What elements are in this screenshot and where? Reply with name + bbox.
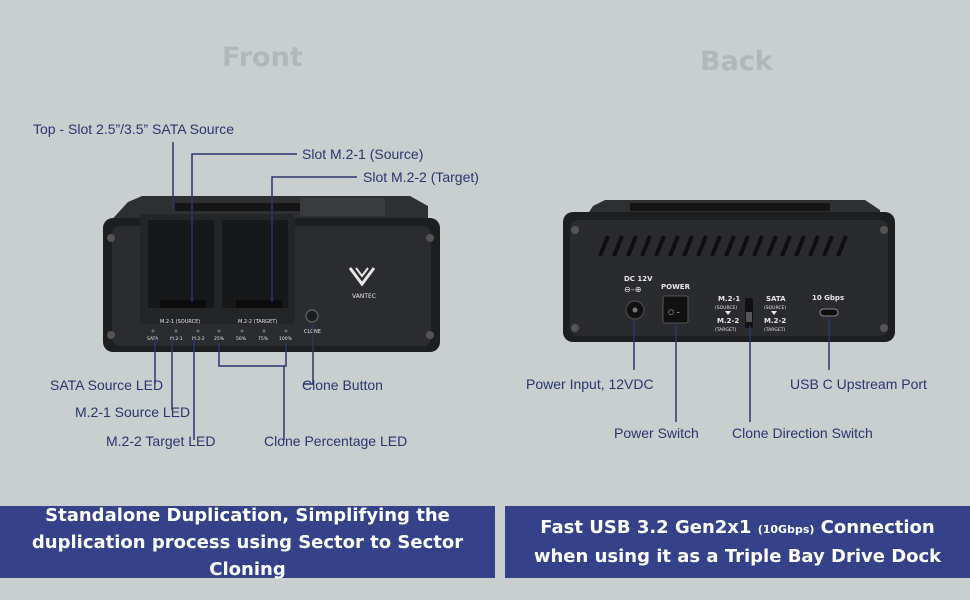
- callout-m21-led: M.2-1 Source LED: [75, 404, 191, 420]
- dc-label: DC 12V: [624, 275, 653, 283]
- screw-icon: [426, 331, 434, 339]
- svg-text:○ –: ○ –: [668, 308, 680, 316]
- screw-icon: [880, 226, 888, 234]
- callout-top-slot: Top - Slot 2.5”/3.5” SATA Source: [33, 121, 235, 137]
- vantec-logo-icon: [348, 267, 376, 287]
- banner-right-line2: when using it as a Triple Bay Drive Dock: [533, 546, 942, 567]
- power-label: POWER: [661, 283, 691, 291]
- led-label: 75%: [258, 336, 269, 342]
- callout-power-switch: Power Switch: [614, 425, 699, 441]
- callout-clone-button: Clone Button: [302, 377, 383, 393]
- svg-text:⊖–⊕: ⊖–⊕: [624, 285, 641, 294]
- logo-text: VANTEC: [352, 293, 376, 300]
- slot-label-m21: M.2-1 (SOURCE): [160, 319, 200, 325]
- screw-icon: [571, 226, 579, 234]
- usb-c-port-icon: [819, 308, 839, 317]
- switch-sub-label: (SOURCE): [715, 305, 737, 311]
- screw-icon: [426, 234, 434, 242]
- switch-sub-label: (TARGET): [715, 327, 736, 333]
- usb-speed-label: 10 Gbps: [812, 294, 844, 302]
- slot-label-m22: M.2-2 (TARGET): [238, 319, 277, 325]
- banner-right: Fast USB 3.2 Gen2x1 (10Gbps) Connection …: [505, 506, 970, 578]
- banner-left: Standalone Duplication, Simplifying the …: [0, 505, 495, 580]
- callout-slot-m22: Slot M.2-2 (Target): [363, 169, 479, 185]
- banner-left-line2: duplication process using Sector to Sect…: [31, 531, 464, 580]
- banner-right-line1-small: (10Gbps): [757, 523, 815, 536]
- screw-icon: [880, 324, 888, 332]
- callout-power-input: Power Input, 12VDC: [526, 376, 654, 392]
- banner-left-line1: Standalone Duplication, Simplifying the: [45, 504, 450, 526]
- back-heading: Back: [700, 46, 773, 77]
- led-label: 25%: [214, 336, 225, 342]
- callout-sata-led: SATA Source LED: [50, 377, 164, 393]
- switch-label: M.2-2: [717, 317, 739, 325]
- switch-label: M.2-2: [764, 317, 786, 325]
- screw-icon: [107, 331, 115, 339]
- banner-right-line1-a: Fast USB 3.2 Gen2x1: [540, 517, 758, 538]
- callout-clone-direction: Clone Direction Switch: [732, 425, 873, 441]
- banner-right-line1: Fast USB 3.2 Gen2x1 (10Gbps) Connection: [505, 514, 970, 543]
- led-label: 50%: [236, 336, 247, 342]
- callout-m22-led: M.2-2 Target LED: [106, 433, 216, 449]
- led-label: M.2-1: [170, 336, 183, 342]
- led-label: SATA: [147, 336, 159, 342]
- vent-slots-icon: [598, 235, 848, 257]
- switch-sub-label: (TARGET): [764, 327, 785, 333]
- screw-icon: [571, 324, 579, 332]
- switch-sub-label: (SOURCE): [764, 305, 786, 311]
- front-heading: Front: [222, 42, 303, 73]
- screw-icon: [107, 234, 115, 242]
- callout-slot-m21: Slot M.2-1 (Source): [302, 146, 424, 162]
- banner-right-line1-b: Connection: [814, 517, 935, 538]
- led-label: M.2-2: [192, 336, 205, 342]
- callout-clone-percentage: Clone Percentage LED: [264, 433, 408, 449]
- switch-label: SATA: [766, 295, 786, 303]
- switch-label: M.2-1: [718, 295, 740, 303]
- led-label: 100%: [279, 336, 293, 342]
- callout-usb-port: USB C Upstream Port: [790, 376, 927, 392]
- clone-button-icon: [305, 309, 319, 323]
